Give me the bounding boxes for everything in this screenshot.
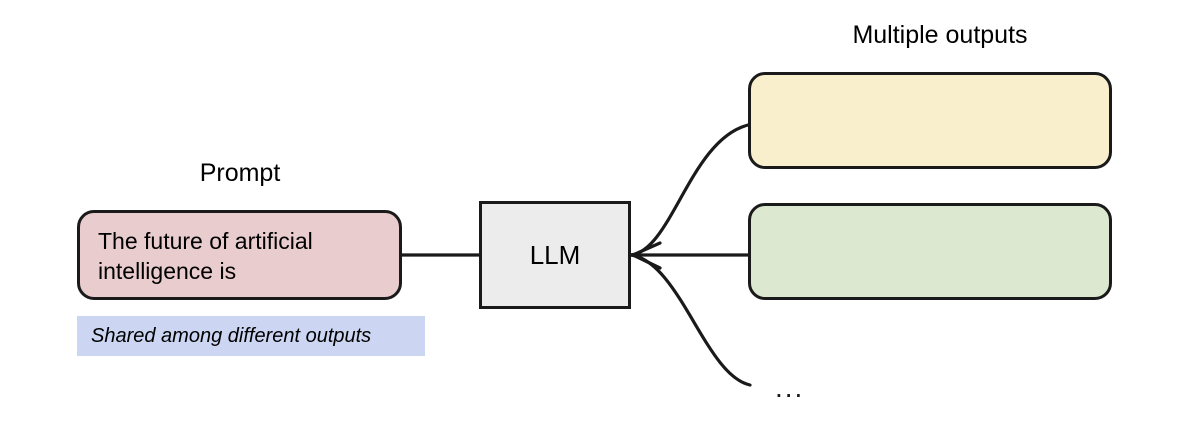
ellipsis-more-outputs: ...: [775, 372, 805, 403]
arrowhead-llm-out: [629, 241, 662, 270]
shared-note-banner: Shared among different outputs: [77, 316, 425, 356]
multiple-outputs-title: Multiple outputs: [852, 21, 1028, 49]
llm-label: LLM: [529, 239, 581, 270]
output-box-2[interactable]: [748, 203, 1112, 300]
prompt-text: The future of artificial intelligence is: [98, 228, 313, 284]
prompt-title: Prompt: [199, 159, 281, 187]
output-box-1[interactable]: [748, 72, 1112, 169]
edge-llm-to-ellipsis: [629, 253, 752, 387]
edge-llm-to-output-1: [629, 123, 750, 257]
prompt-box[interactable]: The future of artificial intelligence is: [77, 210, 402, 300]
shared-note-text: Shared among different outputs: [91, 324, 372, 347]
llm-box[interactable]: LLM: [479, 201, 631, 309]
